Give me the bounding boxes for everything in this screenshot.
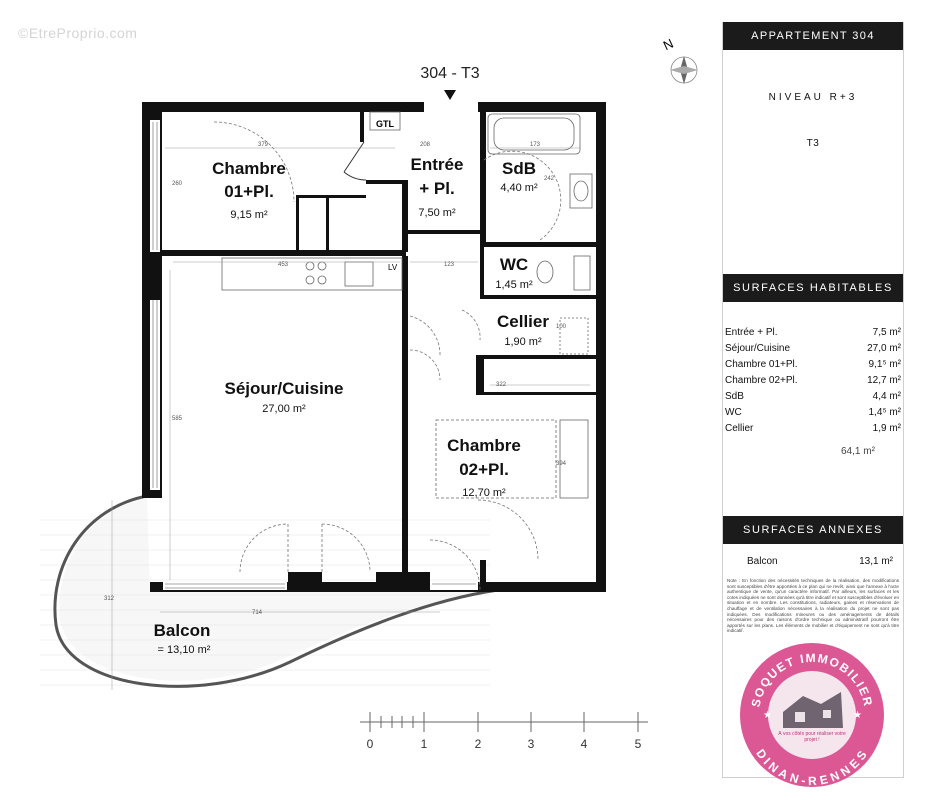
dim-balcon-height: 312	[104, 596, 115, 602]
star-icon: ★	[763, 710, 772, 721]
row-label: SdB	[725, 391, 744, 402]
room-sdb: SdB 4,40 m²	[500, 159, 538, 194]
table-row: SdB 4,4 m²	[725, 389, 903, 405]
room-cellier: Cellier 1,90 m²	[497, 312, 549, 348]
dim-sdb-height: 242	[544, 176, 555, 182]
dim-cellier: 100	[556, 324, 567, 330]
room-name: SdB	[502, 159, 536, 178]
room-chambre-02: Chambre 02+Pl. 12,70 m²	[447, 436, 521, 499]
scale-tick: 2	[475, 737, 482, 751]
apartment-title: APPARTEMENT 304	[723, 22, 903, 50]
table-row: Entrée + Pl. 7,5 m²	[725, 325, 903, 341]
dim-wc: 123	[444, 262, 455, 268]
room-name: Séjour/Cuisine	[224, 379, 343, 398]
row-label: Entrée + Pl.	[725, 327, 778, 338]
row-value: 27,0 m²	[867, 343, 901, 354]
dim-sejour-height: 585	[172, 416, 183, 422]
room-wc: WC 1,45 m²	[495, 255, 533, 291]
room-area: 12,70 m²	[462, 487, 506, 499]
table-row: Cellier 1,9 m²	[725, 421, 903, 437]
scale-tick: 5	[635, 737, 642, 751]
room-sejour-cuisine: Séjour/Cuisine 27,00 m²	[224, 379, 343, 415]
room-entree: Entrée + Pl. 7,50 m²	[411, 155, 464, 219]
annexes-table: Balcon 13,1 m²	[747, 554, 895, 570]
scale-tick: 1	[421, 737, 428, 751]
gtl-label: GTL	[376, 119, 394, 129]
apartment-code: 304 - T3	[420, 65, 479, 82]
scale-tick: 3	[528, 737, 535, 751]
row-value: 4,4 m²	[872, 391, 901, 402]
floor-plan: 379 260 208 173 242 453 123 100 322 394 …	[40, 36, 698, 751]
row-label: Balcon	[747, 556, 778, 567]
row-value: 7,5 m²	[872, 327, 901, 338]
star-icon: ★	[853, 710, 862, 721]
scale-bar: 0 1 2 3 4 5	[360, 712, 648, 751]
dim-balcon-width: 714	[252, 610, 263, 616]
dim-ch2-height: 394	[556, 461, 567, 467]
lv-label: LV	[388, 263, 398, 272]
dim-ch1-height: 260	[172, 181, 183, 187]
room-area: 1,90 m²	[504, 336, 542, 348]
compass-letter: N	[661, 36, 676, 54]
scale-tick: 4	[581, 737, 588, 751]
room-name-suffix: + Pl.	[419, 179, 454, 198]
room-name-suffix: 01+Pl.	[224, 182, 274, 201]
total-surface: 64,1 m²	[841, 446, 875, 457]
annexes-title: SURFACES ANNEXES	[723, 516, 903, 544]
room-name: WC	[500, 255, 528, 274]
compass-icon: N	[661, 36, 698, 84]
table-row: Chambre 01+Pl. 9,1⁵ m²	[725, 357, 903, 373]
room-name: Cellier	[497, 312, 549, 331]
habitables-table: Entrée + Pl. 7,5 m² Séjour/Cuisine 27,0 m²…	[725, 325, 903, 437]
level-label: NIVEAU R+3	[768, 92, 858, 103]
room-name-suffix: 02+Pl.	[459, 460, 509, 479]
row-label: Cellier	[725, 423, 754, 434]
room-area: 1,45 m²	[495, 279, 533, 291]
room-chambre-01: Chambre 01+Pl. 9,15 m²	[212, 159, 286, 221]
dim-ch2-width: 322	[496, 382, 507, 388]
legal-note: Note : En fonction des nécessités techni…	[727, 578, 899, 634]
room-name: Balcon	[154, 621, 211, 640]
room-area: 27,00 m²	[262, 403, 306, 415]
balcony	[40, 494, 499, 688]
table-row: Chambre 02+Pl. 12,7 m²	[725, 373, 903, 389]
dim-ch1-width: 379	[258, 142, 269, 148]
row-value: 1,9 m²	[872, 423, 901, 434]
entry-arrow-icon	[444, 90, 456, 100]
table-row: WC 1,4⁵ m²	[725, 405, 903, 421]
agency-stamp: SOQUET IMMOBILIER DINAN-RENNES À vos côt…	[740, 643, 884, 788]
habitables-title: SURFACES HABITABLES	[723, 274, 903, 302]
room-area: 9,15 m²	[230, 209, 268, 221]
room-balcon: Balcon = 13,10 m²	[154, 621, 211, 656]
info-panel: APPARTEMENT 304 NIVEAU R+3 T3 SURFACES H…	[722, 22, 904, 778]
room-name: Entrée	[411, 155, 464, 174]
dim-sejour-width: 453	[278, 262, 289, 268]
scale-tick: 0	[367, 737, 374, 751]
row-value: 13,1 m²	[859, 556, 893, 567]
dim-sdb-width: 173	[530, 142, 541, 148]
row-label: Séjour/Cuisine	[725, 343, 791, 354]
watermark: ©EtreProprio.com	[18, 25, 138, 41]
room-name: Chambre	[212, 159, 286, 178]
row-value: 12,7 m²	[867, 375, 901, 386]
row-label: Chambre 02+Pl.	[725, 375, 798, 386]
table-row: Balcon 13,1 m²	[747, 554, 895, 570]
table-row: Séjour/Cuisine 27,0 m²	[725, 341, 903, 357]
row-value: 1,4⁵ m²	[868, 407, 902, 418]
type-label: T3	[806, 138, 820, 149]
dim-entree: 208	[420, 142, 431, 148]
row-label: Chambre 01+Pl.	[725, 359, 798, 370]
row-label: WC	[725, 407, 742, 418]
room-name: Chambre	[447, 436, 521, 455]
row-value: 9,1⁵ m²	[868, 359, 902, 370]
room-area: = 13,10 m²	[158, 644, 211, 656]
stamp-tagline: À vos côtés pour réaliser votre projet !	[778, 731, 846, 743]
room-area: 4,40 m²	[500, 182, 538, 194]
room-area: 7,50 m²	[418, 207, 456, 219]
